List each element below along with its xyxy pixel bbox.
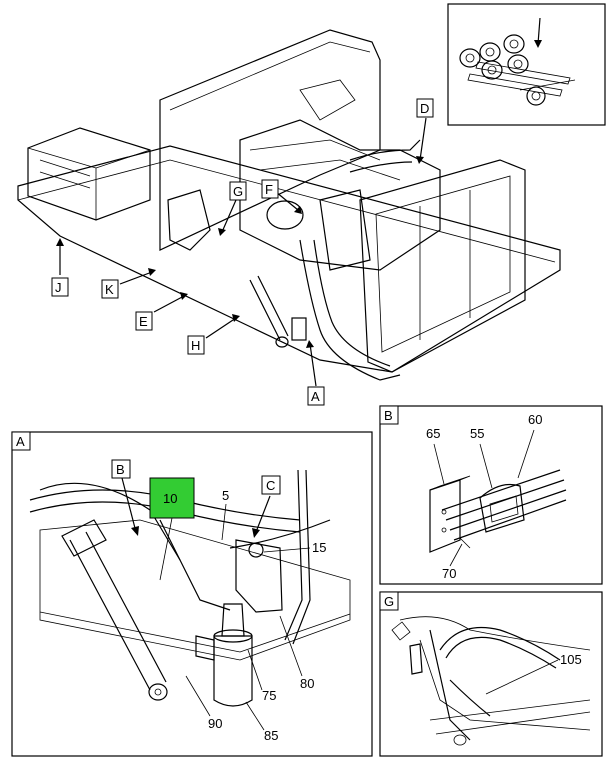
label-a: A (311, 389, 320, 404)
main-engine-view (17, 29, 561, 381)
part-90: 90 (208, 716, 222, 731)
part-70: 70 (442, 566, 456, 581)
detail-a-callouts: B C 10 5 15 75 80 85 90 (111, 459, 326, 743)
label-box-k (101, 279, 119, 299)
label-k: K (105, 282, 114, 297)
label-g: G (233, 184, 243, 199)
detail-b-title: B (384, 408, 393, 423)
wheel-icon (459, 34, 546, 106)
detail-b-panel: B (379, 405, 603, 585)
detail-g-panel: G (379, 591, 603, 757)
part-15: 15 (312, 540, 326, 555)
main-view-callouts: J K E H G F D A (51, 98, 434, 406)
callout-b: B (116, 462, 125, 477)
label-box-f (261, 179, 279, 199)
logo-emblem-icon (391, 621, 411, 641)
part-80: 80 (300, 676, 314, 691)
label-box-h (187, 335, 205, 355)
label-box-d (416, 98, 434, 118)
chassis-thumbnail (447, 3, 606, 126)
label-box-e (135, 311, 153, 331)
part-10: 10 (163, 491, 177, 506)
part-75: 75 (262, 688, 276, 703)
callout-c: C (266, 478, 275, 493)
label-d: D (420, 101, 429, 116)
part-60: 60 (528, 412, 542, 427)
part-5: 5 (222, 488, 229, 503)
label-f: F (265, 182, 273, 197)
detail-a-title: A (16, 434, 25, 449)
label-h: H (191, 338, 200, 353)
part-85: 85 (264, 728, 278, 743)
detail-g-title: G (384, 594, 394, 609)
detail-b-callouts: 65 55 60 70 (426, 412, 542, 581)
label-box-j (51, 277, 69, 297)
label-j: J (55, 280, 62, 295)
callout-box-c (261, 475, 281, 495)
callout-box-b (111, 459, 131, 479)
part-55: 55 (470, 426, 484, 441)
label-e: E (139, 314, 148, 329)
detail-g-callouts: 105 (485, 652, 582, 695)
part-65: 65 (426, 426, 440, 441)
label-box-a (307, 386, 325, 406)
label-box-g (229, 181, 247, 201)
part-105: 105 (560, 652, 582, 667)
